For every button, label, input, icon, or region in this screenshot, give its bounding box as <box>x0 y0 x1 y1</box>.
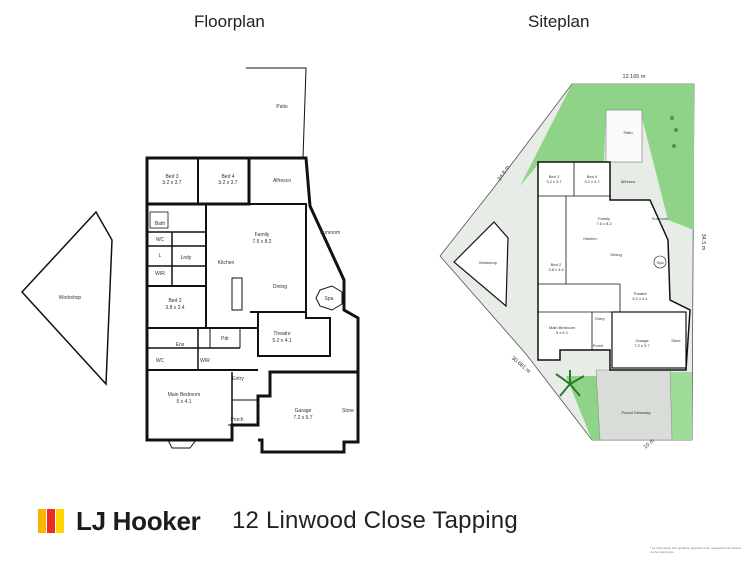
label-bed3-size: 3.2 x 3.7 <box>162 180 181 186</box>
site-label-family: Family <box>598 216 610 221</box>
site-label-spa: Spa <box>656 260 664 265</box>
patio-outline <box>246 67 307 159</box>
site-label-alfresco: Alfresco <box>621 179 636 184</box>
site-label-porch: Porch <box>593 343 603 348</box>
label-theatre-size: 5.2 x 4.1 <box>272 338 291 344</box>
label-dining: Dining <box>273 284 287 290</box>
label-bath: Bath <box>155 221 166 227</box>
site-label-family-size: 7.6 x 8.2 <box>596 221 612 226</box>
label-wir: WIR <box>155 271 165 277</box>
property-address: 12 Linwood Close Tapping <box>232 507 518 534</box>
siteplan-heading: Siteplan <box>528 12 590 31</box>
label-workshop: Workshop <box>59 295 82 301</box>
label-main-bedroom: Main Bedroom <box>168 392 201 398</box>
label-spa: Spa <box>325 296 334 302</box>
dim-right: 34.5 m <box>700 234 706 251</box>
site-label-theatre: Theatre <box>633 291 648 296</box>
label-bed2-size: 3.8 x 3.4 <box>165 305 184 311</box>
site-label-driveway: Paved Driveway <box>622 410 651 415</box>
label-entry: Entry <box>232 376 244 382</box>
label-wir2: WIR <box>200 358 210 364</box>
floorplan-labels: Patio Alfresco Bed 3 3.2 x 3.7 Bed 4 3.2… <box>59 104 354 423</box>
site-label-bed3-size: 3.2 x 3.7 <box>546 179 562 184</box>
label-family: Family <box>255 232 270 238</box>
site-label-kitchen: Kitchen <box>583 236 596 241</box>
label-porch: Porch <box>230 417 243 423</box>
site-label-sunroom: Sunroom <box>652 216 669 221</box>
driveway <box>595 369 673 441</box>
site-label-dining: Dining <box>610 252 621 257</box>
label-store: Store <box>342 408 354 414</box>
disclaimer: * for information and guidance purposes … <box>650 546 741 554</box>
label-alfresco: Alfresco <box>273 178 291 184</box>
site-label-main-bedroom-size: 5 x 4.1 <box>556 330 569 335</box>
label-lndy: Lndy <box>181 255 192 261</box>
label-family-size: 7.6 x 8.2 <box>252 239 271 245</box>
lj-hooker-logo: LJ Hooker <box>38 505 201 536</box>
brand-name: LJ Hooker <box>76 505 201 536</box>
site-label-garage-size: 7.2 x 5.7 <box>634 343 650 348</box>
label-bed4-size: 3.2 x 3.7 <box>218 180 237 186</box>
workshop-outline <box>20 210 113 386</box>
label-l: L <box>159 253 162 259</box>
dim-top: 12.165 m <box>623 74 646 80</box>
floorplan-heading: Floorplan <box>194 12 265 31</box>
site-label-entry: Entry <box>595 316 604 321</box>
dim-bottom-left: 30.681 m <box>510 356 532 376</box>
site-label-patio: Patio <box>623 130 633 135</box>
label-ens: Ens <box>176 342 185 348</box>
label-sunroom: Sunroom <box>320 230 340 236</box>
label-patio: Patio <box>276 104 288 110</box>
siteplan <box>439 83 695 441</box>
label-wc: WC <box>156 237 165 243</box>
site-label-main-bedroom: Main Bedroom <box>549 325 576 330</box>
site-label-bed2: Bed 2 <box>551 262 562 267</box>
site-label-bed4: Bed 4 <box>587 174 598 179</box>
site-label-bed3: Bed 3 <box>549 174 560 179</box>
lawn-bottom <box>566 376 602 440</box>
site-label-theatre-size: 5.2 x 4.1 <box>632 296 648 301</box>
spa-shape <box>315 285 343 311</box>
floorplan <box>20 67 360 454</box>
label-main-bedroom-size: 5 x 4.1 <box>176 399 191 405</box>
label-garage-size: 7.2 x 5.7 <box>293 415 312 421</box>
label-kitchen: Kitchen <box>218 260 235 266</box>
site-label-bed2-size: 3.8 x 3.4 <box>548 267 564 272</box>
label-bed2: Bed 2 <box>168 298 181 304</box>
palm-tree <box>555 370 585 397</box>
lawn-top <box>520 84 694 230</box>
site-label-workshop: Workshop <box>479 260 498 265</box>
label-bed4: Bed 4 <box>221 174 234 180</box>
label-garage: Garage <box>295 408 312 414</box>
label-theatre: Theatre <box>273 331 290 337</box>
site-label-garage: Garage <box>635 338 649 343</box>
label-bed3: Bed 3 <box>165 174 178 180</box>
label-pdr: Pdr <box>221 336 229 342</box>
site-label-store: Store <box>671 338 681 343</box>
label-wc2: WC <box>156 358 165 364</box>
lj-hooker-logo-icon <box>38 507 68 535</box>
site-label-bed4-size: 3.2 x 3.7 <box>584 179 600 184</box>
